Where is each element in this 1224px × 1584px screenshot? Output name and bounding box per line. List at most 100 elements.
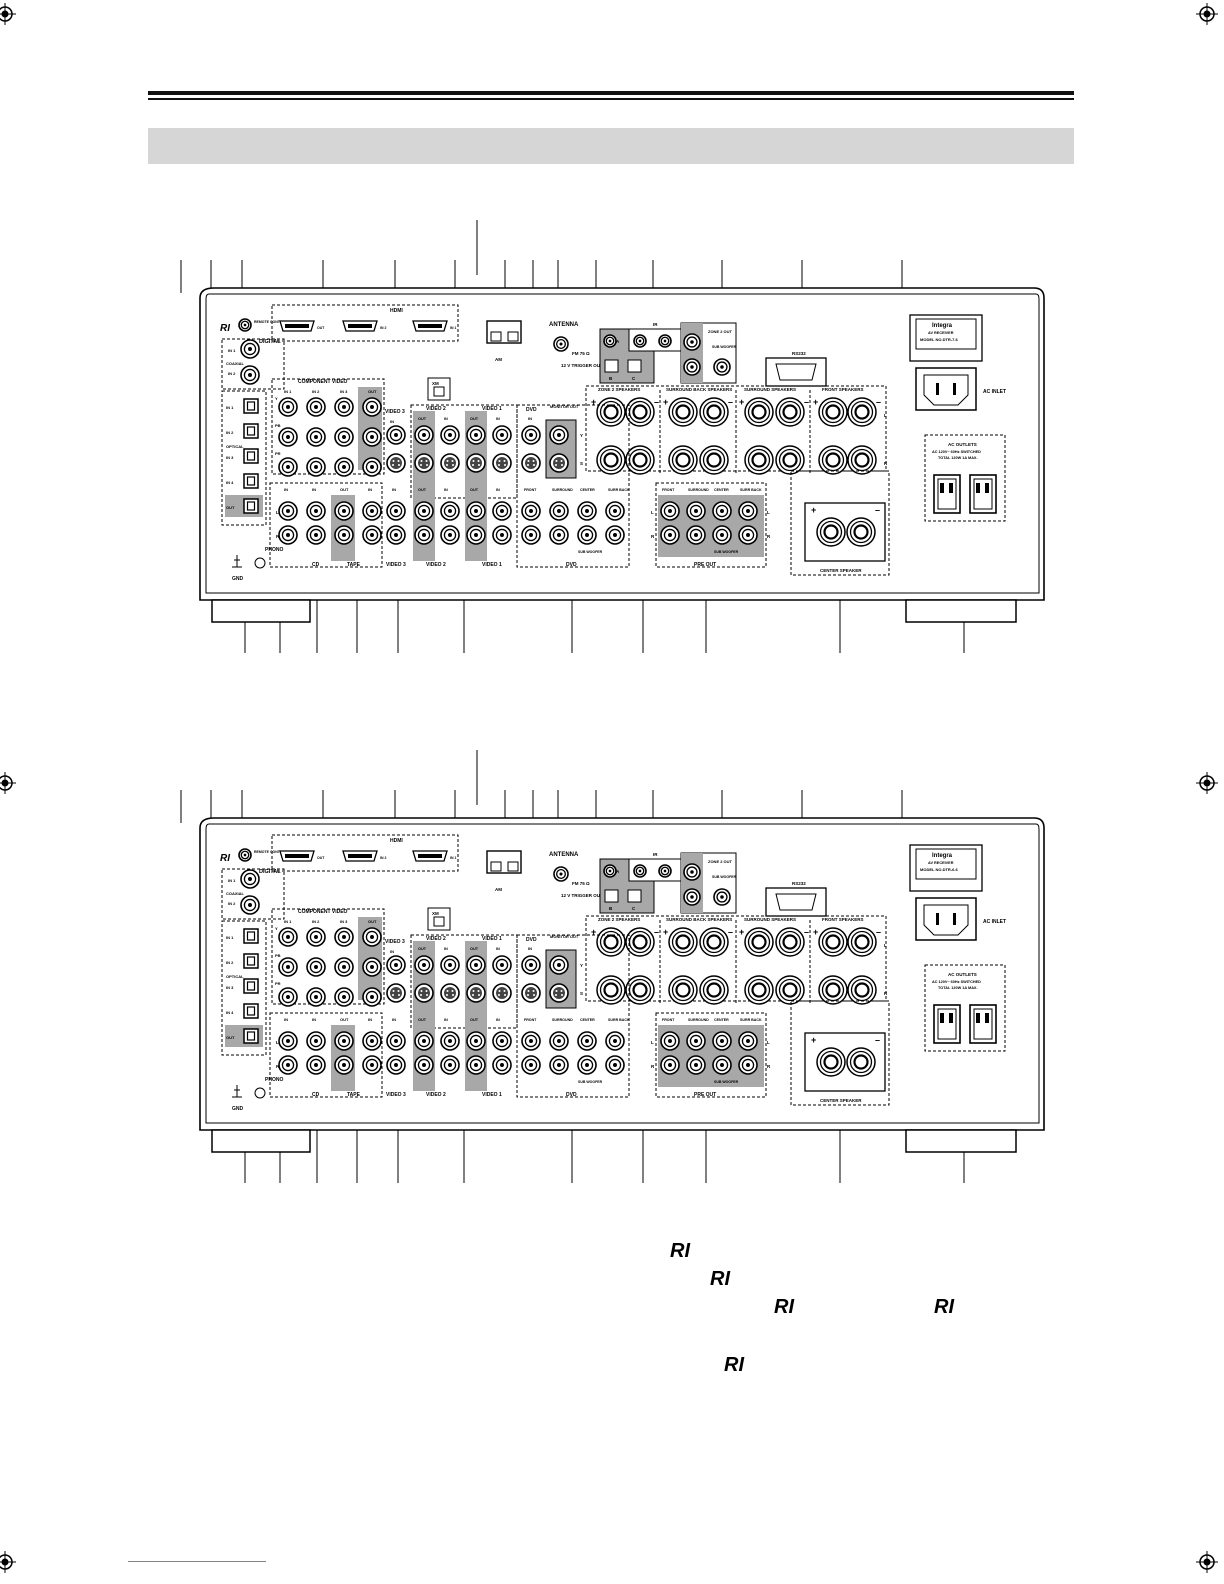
optical-jack-core (246, 401, 256, 411)
registration-mark-icon (1196, 3, 1218, 25)
minus-label: – (654, 397, 659, 407)
rca-jack-pin (474, 963, 478, 967)
s-video-jack-core (496, 987, 508, 999)
rca-jack-pin (557, 1063, 561, 1067)
l-label: L (884, 413, 887, 418)
pre-out-sub-woofer-label: SUB WOOFER (714, 1080, 739, 1084)
s-video-jack-core (525, 457, 537, 469)
in-label: IN (392, 1017, 396, 1022)
speaker-terminal-core (632, 452, 648, 468)
s-video-pin (398, 994, 400, 996)
rca-jack-pin (663, 339, 667, 343)
component-video-group (271, 908, 385, 1005)
pre-out-label: PRE OUT (694, 562, 716, 568)
rca-jack-pin (746, 509, 750, 513)
trigger-jack-c (627, 889, 642, 903)
optical-port-label: IN 4 (226, 1010, 234, 1015)
section-heading-band (148, 128, 1074, 164)
monitor-out-label: MONITOR OUT (550, 404, 579, 409)
rca-jack-pin (474, 433, 478, 437)
speaker-terminal-core (632, 934, 648, 950)
coaxial-label: COAXIAL (226, 361, 245, 366)
digital-group (221, 868, 285, 920)
minus-label: – (728, 927, 733, 937)
component-col-label: IN 1 (284, 389, 292, 394)
chassis-inner-outline (205, 823, 1040, 1124)
rca-jack-pin (474, 509, 478, 513)
rca-jack-pin (370, 1063, 374, 1067)
center-speaker-group (790, 1000, 890, 1106)
s-video-pin (527, 990, 530, 992)
registration-mark-icon (0, 1551, 16, 1573)
r-label: R (884, 461, 888, 466)
digital-label: DIGITAL (259, 869, 281, 875)
ac-inlet-pin (953, 913, 956, 925)
dvd-bottom-label: DVD (566, 562, 577, 568)
rca-jack-pin (720, 1039, 724, 1043)
trigger-label: 12 V TRIGGER OUT (561, 893, 603, 898)
am-label: AM (495, 357, 502, 362)
l-label: L (884, 943, 887, 948)
s-video-pin (420, 460, 423, 462)
rca-jack-pin (720, 1063, 724, 1067)
audio-col-label: OUT (340, 1017, 349, 1022)
rca-jack-pin (342, 405, 346, 409)
video2-label: VIDEO 2 (426, 406, 446, 412)
s-video-jack-core (496, 457, 508, 469)
rca-jack-pin (342, 509, 346, 513)
component-col-label: IN 2 (312, 919, 320, 924)
minus-label: – (804, 927, 809, 937)
optical-port-label: IN 1 (226, 405, 234, 410)
xm-port-icon (433, 916, 445, 927)
minus-label: – (654, 927, 659, 937)
rca-jack-pin (720, 533, 724, 537)
ac-inlet-core (923, 904, 969, 936)
rca-jack-pin (422, 1063, 426, 1067)
video-col-label: OUT (418, 417, 427, 421)
dvd-col-label: CENTER (580, 1018, 595, 1022)
rca-jack-pin (448, 533, 452, 537)
rca-jack-pin (529, 963, 533, 967)
dvd-col-label: FRONT (524, 488, 537, 492)
plus-label: + (811, 505, 816, 515)
rca-jack-pin (394, 963, 398, 967)
rca-jack-pin (286, 965, 290, 969)
speaker-terminal-core (751, 934, 767, 950)
rs232-label: RS232 (792, 351, 806, 356)
dvd-sub-woofer-label: SUB WOOFER (578, 1080, 603, 1084)
in-label: IN (528, 946, 532, 951)
speaker-terminal-core (823, 1054, 839, 1070)
speaker-terminal-core (603, 404, 619, 420)
audio-lower-group (269, 482, 383, 568)
s-video-pin (478, 464, 480, 466)
rca-jack-pin (746, 533, 750, 537)
remote-control-label: REMOTE CONTROL (254, 320, 288, 324)
pre-out-group (655, 1012, 767, 1098)
hdmi-port-core (348, 324, 372, 328)
audio-col-label: IN (312, 1017, 316, 1022)
s-video-jack-core (553, 457, 565, 469)
ri-logo-icon: RI (934, 1296, 954, 1316)
r-label: R (767, 1064, 771, 1069)
speaker-terminal-core (603, 982, 619, 998)
coaxial-label: COAXIAL (226, 891, 245, 896)
ac-inlet-pin (936, 913, 939, 925)
header-rule-thin (148, 98, 1074, 100)
rca-jack-pin (529, 509, 533, 513)
rs232-port-core (775, 893, 817, 911)
s-video-pin (420, 994, 422, 996)
audio-col-label: IN (368, 1017, 372, 1022)
rca-jack-pin (314, 1039, 318, 1043)
rca-jack-pin (559, 342, 563, 346)
speaker-terminal-core (706, 934, 722, 950)
optical-jack-core (246, 426, 256, 436)
rca-jack-pin (314, 465, 318, 469)
ground-icon (232, 1085, 242, 1098)
speaker-terminal-core (751, 404, 767, 420)
rca-jack-pin (746, 1039, 750, 1043)
rca-jack-pin (394, 1039, 398, 1043)
pb-label: PB (275, 953, 281, 958)
model-brand: Integra (932, 323, 953, 329)
rca-jack-pin (286, 935, 290, 939)
